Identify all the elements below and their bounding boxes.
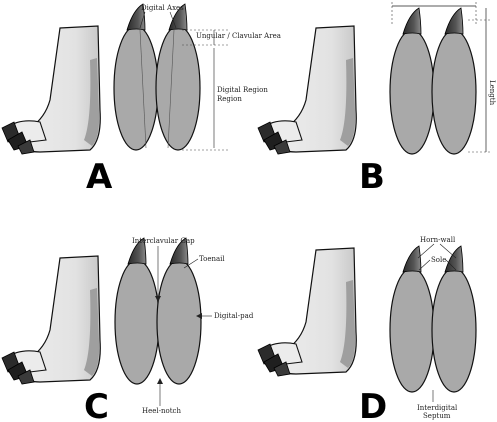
label-length: Length — [488, 80, 496, 106]
panel-letter-a: A — [86, 157, 113, 197]
label-ungular-area: Ungular / Clavular Area — [196, 32, 281, 40]
panel-d: Horn-wall Sole Interdigital Septum D — [257, 236, 477, 422]
digital-axis-left — [139, 29, 147, 149]
digital-pads-d — [389, 245, 477, 393]
leg-side-view-c — [1, 255, 101, 385]
panel-letter-b: B — [359, 157, 385, 197]
panel-letter-d: D — [359, 387, 387, 422]
label-toenail: Toenail — [199, 255, 225, 263]
label-septum: Septum — [423, 412, 451, 420]
label-digital-axes: Digital Axes — [141, 4, 184, 12]
label-horn-wall: Horn-wall — [420, 236, 456, 244]
label-sole: Sole — [431, 256, 446, 264]
label-digital-region: Digital Region — [217, 86, 268, 94]
digital-pads-b — [389, 7, 477, 155]
panel-a: Digital Axes Ungular / Clavular Area Dig… — [1, 3, 281, 197]
digital-pads-a — [113, 3, 201, 151]
panel-b: Length B — [257, 2, 496, 197]
leg-side-view-b — [257, 25, 357, 155]
label-digital-pad: Digital-pad — [214, 312, 254, 320]
digital-axis-right — [167, 29, 175, 149]
label-interclavular-gap: Interclavular Gap — [132, 237, 195, 245]
leg-side-view-a — [1, 25, 101, 155]
label-heel-notch: Heel-notch — [142, 407, 181, 415]
panel-letter-c: C — [84, 387, 109, 422]
leg-side-view-d — [257, 247, 357, 377]
panel-c: Interclavular Gap Toenail Digital-pad He… — [1, 237, 254, 422]
label-region-word: Region — [217, 95, 242, 103]
label-interdigital: Interdigital — [417, 404, 458, 412]
